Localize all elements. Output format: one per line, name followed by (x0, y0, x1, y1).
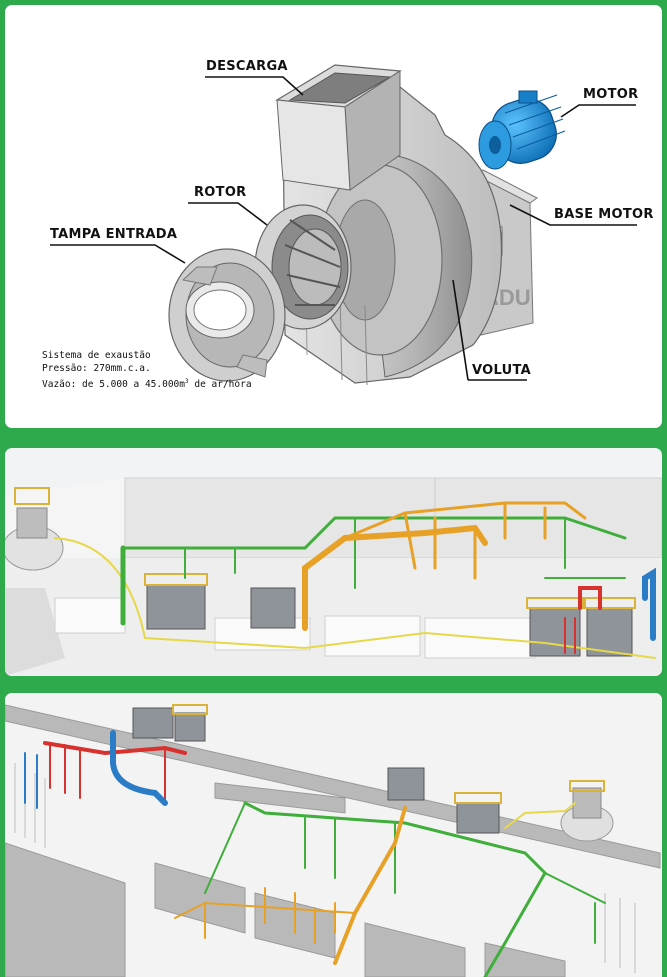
rotor (254, 204, 352, 330)
label-voluta: VOLUTA (472, 363, 531, 378)
duct-system-render-2 (5, 693, 662, 977)
leader-lines (50, 76, 637, 381)
label-base-motor: BASE MOTOR (554, 207, 654, 222)
spec-pressure: Pressão: 270mm.c.a. (42, 363, 151, 374)
duct-system-render-1 (5, 477, 662, 676)
system-specs: Sistema de exaustão Pressão: 270mm.c.a. … (42, 349, 252, 391)
motor (478, 90, 566, 170)
label-tampa-entrada: TAMPA ENTRADA (50, 227, 178, 242)
descarga-outlet (275, 64, 402, 191)
tampa-entrada (168, 248, 286, 382)
spec-flow: Vazão: de 5.000 a 45.000m3 de ar/hora (42, 378, 252, 391)
plant-render-2 (5, 693, 662, 977)
fan-diagram-panel: ADU (5, 5, 662, 428)
spec-system: Sistema de exaustão (42, 350, 151, 361)
label-rotor: ROTOR (194, 185, 247, 200)
label-motor: MOTOR (583, 87, 639, 102)
fan-exploded-view: ADU (50, 64, 637, 386)
plant-render-1 (5, 448, 662, 676)
label-descarga: DESCARGA (206, 59, 288, 74)
